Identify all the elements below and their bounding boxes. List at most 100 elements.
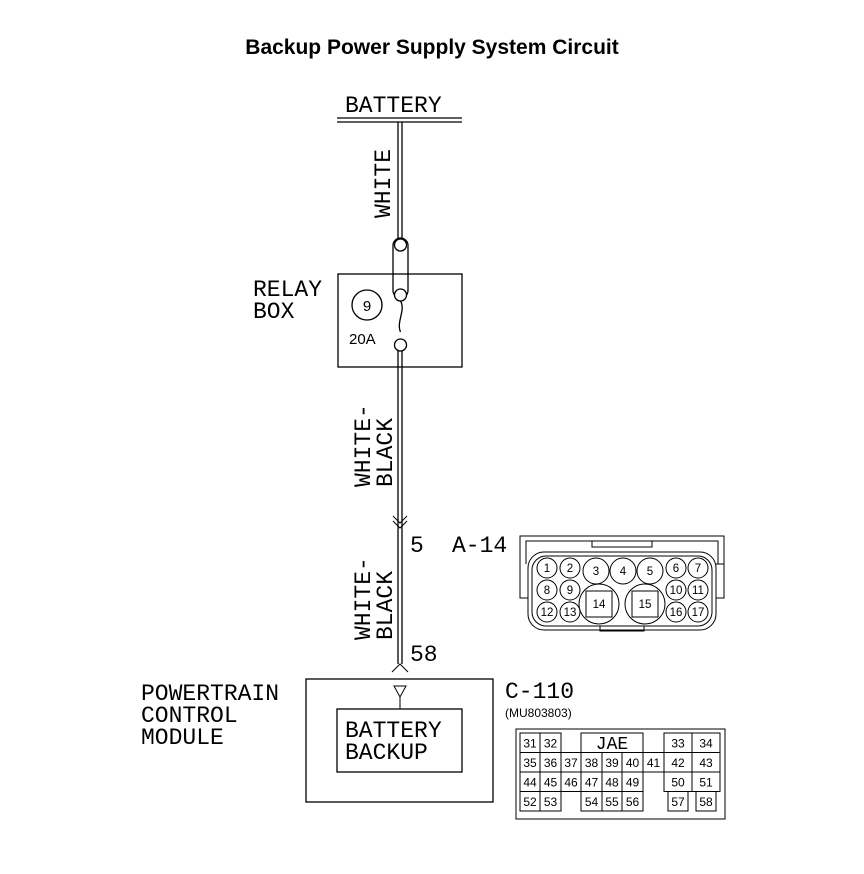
fuse-number-circle xyxy=(351,289,383,321)
a14-pin-label: 14 xyxy=(593,599,606,611)
a14-pin-16 xyxy=(665,601,687,623)
c110-pin-56 xyxy=(621,791,644,812)
connector-a14-face xyxy=(519,535,725,632)
a14-pin-label: 6 xyxy=(673,563,679,575)
wire-color-white: WHITE xyxy=(371,149,397,218)
wire-relay-to-a14 xyxy=(397,351,403,528)
a14-pin-13 xyxy=(559,601,581,623)
diagram-title: Backup Power Supply System Circuit xyxy=(245,36,619,59)
c110-pin-label: 55 xyxy=(605,795,619,809)
a14-pin-label: 3 xyxy=(593,566,599,578)
wire-color-1a: WHITE- xyxy=(351,404,377,487)
pcm-label-1: POWERTRAIN xyxy=(141,681,279,707)
a14-pin-label: 13 xyxy=(564,607,577,619)
a14-pin-label: 15 xyxy=(639,599,652,611)
a14-pin-12 xyxy=(536,601,558,623)
c110-pin-label: 37 xyxy=(564,756,578,770)
pcm-label-2: CONTROL xyxy=(141,703,238,729)
relay-box-label-2: BOX xyxy=(253,299,295,325)
a14-pin-label: 11 xyxy=(692,585,704,597)
wire-battery-to-relay xyxy=(397,122,403,238)
fuse-rating: 20A xyxy=(349,331,376,348)
pcm-terminal-icon xyxy=(393,685,407,699)
a14-pin-label: 10 xyxy=(670,585,683,597)
c110-pin-label: 32 xyxy=(544,736,558,750)
c110-pin-label: 39 xyxy=(605,756,619,770)
relay-box-label-1: RELAY xyxy=(253,277,322,303)
c110-pin-53 xyxy=(539,791,562,812)
c110-pin-label: 58 xyxy=(699,795,713,809)
a14-pin-label: 4 xyxy=(620,566,627,578)
a14-pin-label: 17 xyxy=(692,607,705,619)
c110-pin-label: 49 xyxy=(626,775,640,789)
c110-pin-label: 38 xyxy=(585,756,599,770)
c110-part-number: (MU803803) xyxy=(505,706,572,720)
a14-pin-14 xyxy=(578,583,620,625)
wire-color-2a: WHITE- xyxy=(351,557,377,640)
a14-pin-number: 5 xyxy=(410,533,424,559)
c110-pin-label: 45 xyxy=(544,775,558,789)
c110-pin-label: 42 xyxy=(671,756,685,770)
battery-backup-label-1: BATTERY xyxy=(345,718,442,744)
c110-pin-label: 51 xyxy=(699,775,713,789)
c110-pin-label: 56 xyxy=(626,795,640,809)
a14-pin-label: 12 xyxy=(541,607,554,619)
c110-pin-label: 33 xyxy=(671,736,685,750)
a14-pin-14-square xyxy=(585,590,613,618)
wire-color-2b: BLACK xyxy=(373,571,399,640)
battery-backup-label-2: BACKUP xyxy=(345,740,428,766)
a14-pin-7 xyxy=(687,557,709,579)
c110-outer-frame xyxy=(515,728,726,820)
a14-pin-4 xyxy=(609,557,637,585)
a14-pin-label: 16 xyxy=(670,607,683,619)
a14-pin-1 xyxy=(536,557,558,579)
c110-connector-name: C-110 xyxy=(505,679,574,705)
a14-connector-name: A-14 xyxy=(452,533,507,559)
pcm-pin-number: 58 xyxy=(410,642,438,668)
a14-pin-9 xyxy=(559,579,581,601)
c110-pin-label: 36 xyxy=(544,756,558,770)
c110-pin-57 xyxy=(667,791,689,812)
c110-pin-label: 53 xyxy=(544,795,558,809)
a14-pin-15-square xyxy=(631,590,659,618)
a14-pin-17 xyxy=(687,601,709,623)
a14-pin-label: 2 xyxy=(567,563,573,575)
c110-pin-label: 41 xyxy=(647,756,661,770)
relay-box xyxy=(337,273,463,368)
a14-pin-2 xyxy=(559,557,581,579)
c110-pin-label: 50 xyxy=(671,775,685,789)
a14-pin-6 xyxy=(665,557,687,579)
battery-label: BATTERY xyxy=(345,93,442,119)
c110-pin-label: 44 xyxy=(523,775,537,789)
c110-pin-label: 48 xyxy=(605,775,619,789)
a14-pin-15 xyxy=(624,583,666,625)
c110-pin-label: 54 xyxy=(585,795,599,809)
c110-pin-label: 40 xyxy=(626,756,640,770)
a14-pin-label: 7 xyxy=(695,563,701,575)
c110-pin-label: 52 xyxy=(523,795,537,809)
c110-pin-label: 43 xyxy=(699,756,713,770)
a14-pin-11 xyxy=(687,579,709,601)
a14-pin-label: 1 xyxy=(544,563,550,575)
c110-pin-58 xyxy=(695,791,717,812)
a14-pin-10 xyxy=(665,579,687,601)
a14-pin-label: 9 xyxy=(567,585,573,597)
a14-pin-label: 5 xyxy=(647,566,653,578)
a14-pin-label: 8 xyxy=(544,585,550,597)
c110-pin-label: 47 xyxy=(585,775,599,789)
pcm-label-3: MODULE xyxy=(141,725,224,751)
wire-color-1b: BLACK xyxy=(373,418,399,487)
wire-a14-to-pcm xyxy=(397,528,403,664)
fuse-icon xyxy=(392,237,409,352)
connector-chevron-icon xyxy=(392,515,408,529)
c110-pin-label: 35 xyxy=(523,756,537,770)
c110-pin-label: 46 xyxy=(564,775,578,789)
battery-backup-box xyxy=(336,708,463,773)
c110-pin-label: 34 xyxy=(699,736,713,750)
a14-pin-8 xyxy=(536,579,558,601)
c110-maker-label: JAE xyxy=(596,735,628,755)
c110-pin-label: 57 xyxy=(671,795,685,809)
pcm-input-arrow-icon xyxy=(391,663,409,673)
fuse-number: 9 xyxy=(363,298,371,315)
